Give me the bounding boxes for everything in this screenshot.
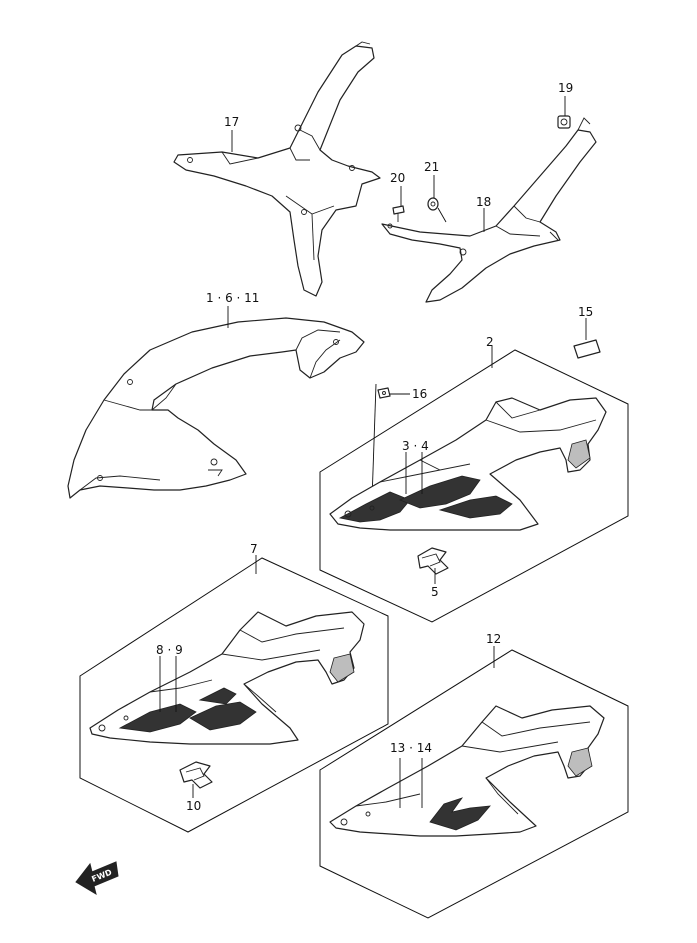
- label-21: 21: [424, 160, 439, 174]
- part-2-side-cowling-assembly[interactable]: [329, 397, 607, 531]
- part-20-screw[interactable]: [392, 205, 405, 222]
- label-19: 19: [558, 81, 573, 95]
- label-20: 20: [390, 171, 405, 185]
- label-2: 2: [486, 335, 494, 349]
- part-5-emblem[interactable]: [417, 547, 449, 575]
- label-7: 7: [250, 542, 258, 556]
- part-10-emblem[interactable]: [179, 761, 213, 789]
- part-12-side-cowling-assembly[interactable]: [329, 705, 605, 837]
- part-7-side-cowling-assembly[interactable]: [89, 611, 365, 745]
- fwd-arrow-icon: FWD: [75, 861, 119, 896]
- part-16-screw[interactable]: [377, 387, 391, 399]
- label-17: 17: [224, 115, 239, 129]
- part-17-inner-cowling[interactable]: [173, 41, 381, 297]
- part-1-6-11-side-cowling[interactable]: [67, 317, 365, 499]
- label-3-4: 3 · 4: [402, 439, 429, 453]
- part-21-grommet[interactable]: [427, 197, 439, 211]
- label-5: 5: [431, 585, 439, 599]
- part-15-pad[interactable]: [573, 339, 601, 359]
- label-8-9: 8 · 9: [156, 643, 183, 657]
- assembly-box-2: [319, 349, 629, 623]
- assembly-box-7: [79, 557, 389, 833]
- label-18: 18: [476, 195, 491, 209]
- label-13-14: 13 · 14: [390, 741, 432, 755]
- part-19-nut[interactable]: [557, 115, 571, 129]
- label-1-6-11: 1 · 6 · 11: [206, 291, 259, 305]
- label-12: 12: [486, 632, 501, 646]
- label-16: 16: [412, 387, 427, 401]
- label-15: 15: [578, 305, 593, 319]
- part-18-inner-panel[interactable]: [381, 117, 597, 303]
- label-10: 10: [186, 799, 201, 813]
- assembly-box-12: [319, 649, 629, 919]
